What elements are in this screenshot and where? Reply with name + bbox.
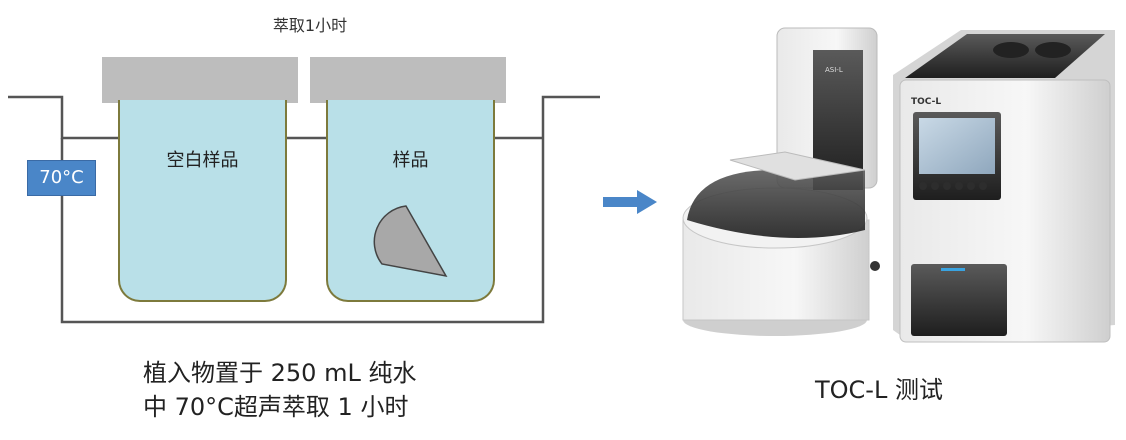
sample-beaker: 样品	[326, 100, 495, 302]
instrument-brand-label: TOC-L	[911, 97, 941, 107]
blank-beaker: 空白样品	[118, 100, 287, 302]
sample-beaker-lid	[310, 57, 506, 103]
extraction-caption: 植入物置于 250 mL 纯水 中 70°C超声萃取 1 小时	[143, 356, 503, 424]
blank-beaker-label: 空白样品	[166, 150, 239, 171]
water-bath-outline	[8, 95, 600, 324]
instrument-lower-door	[911, 264, 1007, 336]
extraction-title: 萃取1小时	[272, 16, 348, 35]
temperature-badge: 70°C	[27, 160, 96, 196]
toc-l-analyzer-illustration: ASI-L TOC-L	[682, 27, 1115, 343]
implant-sample-piece	[373, 205, 448, 278]
process-arrow-icon	[603, 190, 657, 214]
blank-beaker-lid	[102, 57, 298, 103]
toc-l-caption: TOC-L 测试	[815, 376, 943, 404]
extraction-caption-line2: 中 70°C超声萃取 1 小时	[143, 393, 409, 421]
extraction-caption-line1: 植入物置于 250 mL 纯水	[143, 359, 417, 387]
sample-beaker-label: 样品	[392, 150, 429, 171]
svg-text:ASI-L: ASI-L	[825, 66, 843, 74]
